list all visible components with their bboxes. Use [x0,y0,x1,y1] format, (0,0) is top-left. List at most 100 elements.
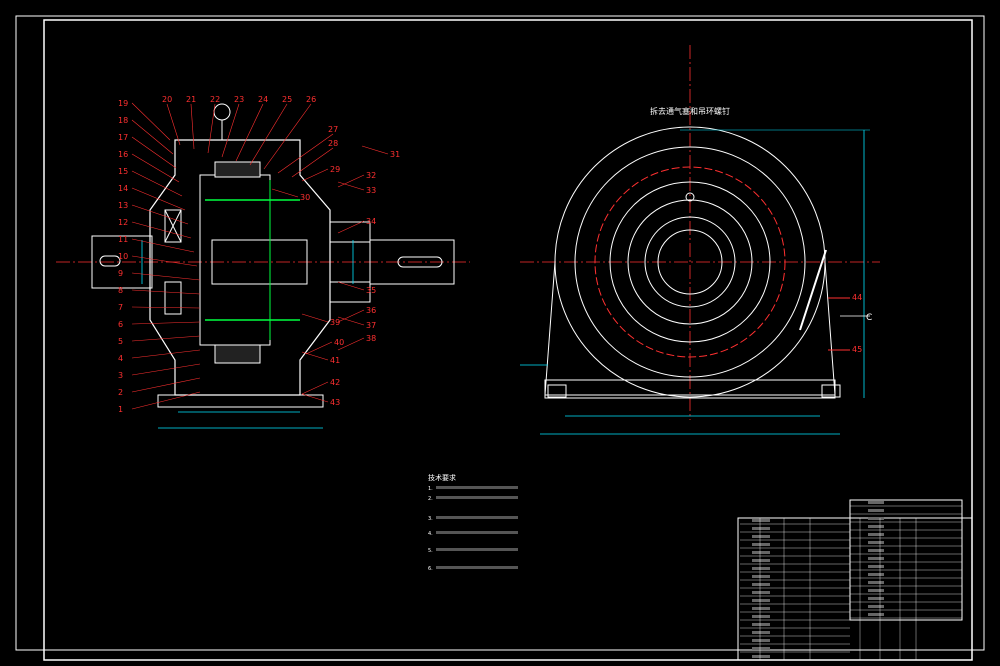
callout-21: 21 [186,95,196,104]
leader-4 [131,349,201,359]
leader-29 [301,168,329,182]
callout-8: 8 [118,286,123,295]
grid-cell-text [868,613,884,616]
leader-13 [131,204,189,225]
grid-cell-text [752,559,770,562]
input-shaft [91,235,153,289]
grid-cell-text [868,533,884,536]
notes-title: 技术要求 [428,473,456,482]
leader-35 [337,281,365,291]
leader-25 [249,103,288,166]
callout-22: 22 [210,95,220,104]
note-5: 5. [428,548,433,554]
bearing-left-top [164,209,182,243]
side-view-title: 拆去通气塞和吊环螺钉 [650,106,730,116]
note-6: 6. [428,566,433,572]
grid-cell-text [868,501,884,504]
leader-11 [131,238,195,253]
parts-list-upper [849,499,963,621]
leader-34 [337,220,365,234]
leader-28 [291,147,334,178]
callout-43: 43 [330,398,340,407]
note-3: 3. [428,516,433,522]
cover-circle [609,181,771,343]
leader-39 [301,313,329,323]
grid-cell-text [752,607,770,610]
leader-20 [166,103,181,146]
leader-10 [131,255,198,267]
foot-left [547,384,567,398]
title-block-grid [740,501,962,661]
callout-11: 11 [118,235,128,244]
callout-13: 13 [118,201,128,210]
leader-17 [131,136,177,169]
leader-36 [337,309,365,323]
callout-34: 34 [366,217,376,226]
bearing-right-top [329,221,371,243]
note-2-text [436,496,518,499]
grid-cell-text [868,581,884,584]
grid-cell-text [752,535,770,538]
keyway-left [99,255,121,267]
oil-dipstick [799,249,827,331]
note-3-text [436,516,518,519]
grid-cell-text [752,583,770,586]
callout-16: 16 [118,150,128,159]
leader-15 [131,170,183,197]
outer-border [15,15,985,651]
note-4-text [436,531,518,534]
note-1: 1. [428,486,433,492]
callout-29: 29 [330,165,340,174]
callout-36: 36 [366,306,376,315]
lifting-eye [213,103,231,121]
front-section-view [56,103,470,429]
grid-cell-text [752,551,770,554]
frame-border [43,19,973,661]
callout-14: 14 [118,184,128,193]
callout-32: 32 [366,171,376,180]
leader-8 [131,289,201,295]
bearing-cross-2 [164,209,182,243]
side-base [544,379,836,399]
leader-2 [131,377,201,393]
leader-22 [207,103,216,154]
side-body-outline [544,261,836,396]
leader-43 [301,393,329,403]
callout-4: 4 [118,354,123,363]
callout-33: 33 [366,186,376,195]
bolt-circle [594,166,786,358]
callout-24: 24 [258,95,268,104]
callout-38: 38 [366,334,376,343]
grid-cell-text [752,543,770,546]
central-shaft [211,239,308,285]
grid-cell-text [752,623,770,626]
leader-38 [337,337,365,351]
grid-cell-text [752,655,770,658]
grid-cell-text [868,509,884,512]
callout-12: 12 [118,218,128,227]
leader-21 [190,103,195,150]
leader-40 [305,341,333,355]
grid-cell-text [752,567,770,570]
callout-20: 20 [162,95,172,104]
leader-23 [221,103,240,158]
leader-1 [131,391,201,410]
grid-cell-text [868,589,884,592]
side-view: C 拆去通气塞和吊环螺钉 44 45 [520,45,880,435]
leader-3 [131,363,201,376]
callout-2: 2 [118,388,123,397]
grid-cell-text [752,591,770,594]
grid-cell-text [868,605,884,608]
foot-right [821,384,841,398]
note-2: 2. [428,496,433,502]
grid-cell-text [752,615,770,618]
leader-31 [361,145,389,155]
technical-notes: 技术要求 1. 2. 3. 4. 5. 6. [428,473,518,572]
leader-27 [277,133,334,174]
callout-30: 30 [300,193,310,202]
callout-27: 27 [328,125,338,134]
callout-18: 18 [118,116,128,125]
callout-37: 37 [366,321,376,330]
